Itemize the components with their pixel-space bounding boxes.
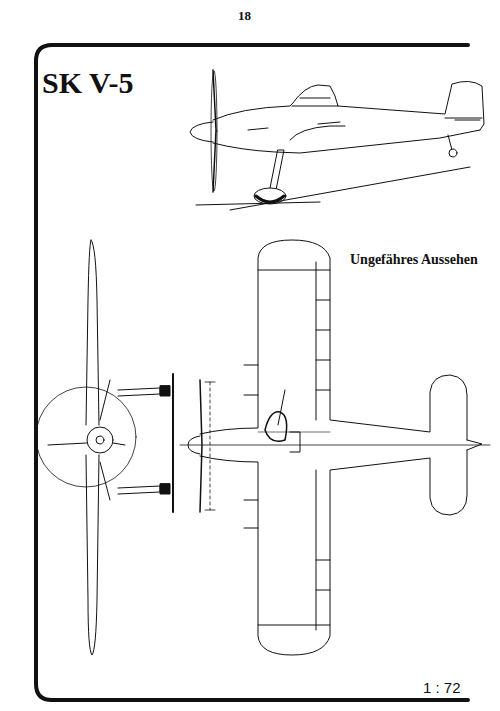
top-view bbox=[180, 240, 490, 655]
scale-label: 1 : 72 bbox=[423, 679, 461, 696]
front-view bbox=[36, 240, 173, 655]
title: SK V-5 bbox=[42, 66, 133, 100]
subtitle-note: Ungefähres Aussehen bbox=[350, 252, 478, 268]
page-number: 18 bbox=[238, 8, 251, 24]
page-frame bbox=[36, 45, 468, 700]
side-view bbox=[190, 70, 484, 210]
